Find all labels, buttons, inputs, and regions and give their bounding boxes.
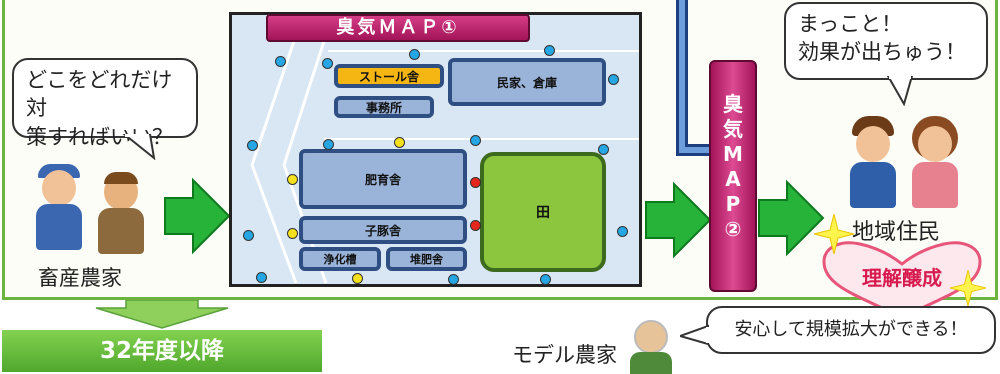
odor-dot xyxy=(598,144,609,155)
stall-barn: ストール舎 xyxy=(334,64,444,88)
odor-dot xyxy=(243,230,254,241)
odor-dot xyxy=(352,273,363,284)
odor-dot xyxy=(256,272,267,283)
heart-label: 理解醸成 xyxy=(862,266,942,290)
map1-title: 臭気ＭＡＰ① xyxy=(266,14,530,42)
rice-field: 田 xyxy=(480,152,606,272)
compost-shed: 堆肥舎 xyxy=(386,247,467,271)
map2-char-4: A xyxy=(725,167,741,191)
odor-dot xyxy=(409,49,420,60)
residents-bubble-line1: まっこと！ xyxy=(798,12,903,36)
odor-dot xyxy=(247,140,258,151)
arrow-down-icon xyxy=(95,300,229,329)
office-building: 事務所 xyxy=(334,96,434,118)
odor-dot xyxy=(322,58,333,69)
map2-char-2: 気 xyxy=(723,117,743,141)
year-box: 32年度以降 xyxy=(2,330,322,372)
odor-dot xyxy=(323,139,334,150)
septic-tank: 浄化槽 xyxy=(299,247,381,271)
farmer-speech-bubble: どこをどれだけ対 策すればいい？ xyxy=(12,58,198,149)
sparkle-icon xyxy=(950,270,986,306)
arrow-right-icon xyxy=(645,181,712,259)
house-storage: 民家、倉庫 xyxy=(448,58,606,106)
sparkle-icon xyxy=(814,214,854,254)
residents-bubble-line2: 効果が出ちゅう！ xyxy=(798,40,966,65)
elder-farmer-icon xyxy=(626,318,676,374)
fattening-barn: 肥育舎 xyxy=(299,149,467,209)
model-farm-bubble-tail xyxy=(680,324,710,346)
resident-icon xyxy=(842,104,972,214)
odor-dot xyxy=(448,274,459,285)
model-farm-speech-bubble: 安心して規模拡大ができる！ xyxy=(706,306,996,354)
model-farm-label: モデル農家 xyxy=(512,343,617,367)
odor-dot xyxy=(540,274,551,285)
odor-dot xyxy=(287,174,298,185)
odor-dot xyxy=(544,45,555,56)
heart-icon xyxy=(822,241,982,320)
arrow-right-icon xyxy=(164,177,231,255)
odor-dot xyxy=(470,135,481,146)
residents-speech-bubble: まっこと！ 効果が出ちゅう！ xyxy=(784,2,988,80)
map2-char-1: 臭 xyxy=(723,92,743,116)
odor-dot xyxy=(470,220,481,231)
odor-dot xyxy=(470,177,481,188)
farmer-label: 畜産農家 xyxy=(38,266,122,290)
odor-dot xyxy=(608,74,619,85)
farmer-icon xyxy=(26,158,162,258)
odor-dot xyxy=(394,137,405,148)
map2-char-5: P xyxy=(725,192,741,216)
farmer-bubble-tail xyxy=(122,134,156,160)
map2-char-6: ② xyxy=(724,217,742,241)
residents-label: 地域住民 xyxy=(852,220,941,245)
map2-char-3: M xyxy=(723,142,743,166)
odor-map-2: 臭 気 M A P ② xyxy=(709,60,757,292)
farmer-bubble-line1: どこをどれだけ対 xyxy=(26,68,173,121)
farmer-bubble-line2: 策すればいい？ xyxy=(26,124,173,149)
odor-dot xyxy=(287,228,298,239)
odor-dot xyxy=(617,226,628,237)
arrow-right-icon xyxy=(758,179,825,257)
piglet-barn: 子豚舎 xyxy=(299,216,467,244)
map1-roads xyxy=(250,34,639,284)
odor-dot xyxy=(275,56,286,67)
residents-bubble-tail xyxy=(886,76,914,106)
